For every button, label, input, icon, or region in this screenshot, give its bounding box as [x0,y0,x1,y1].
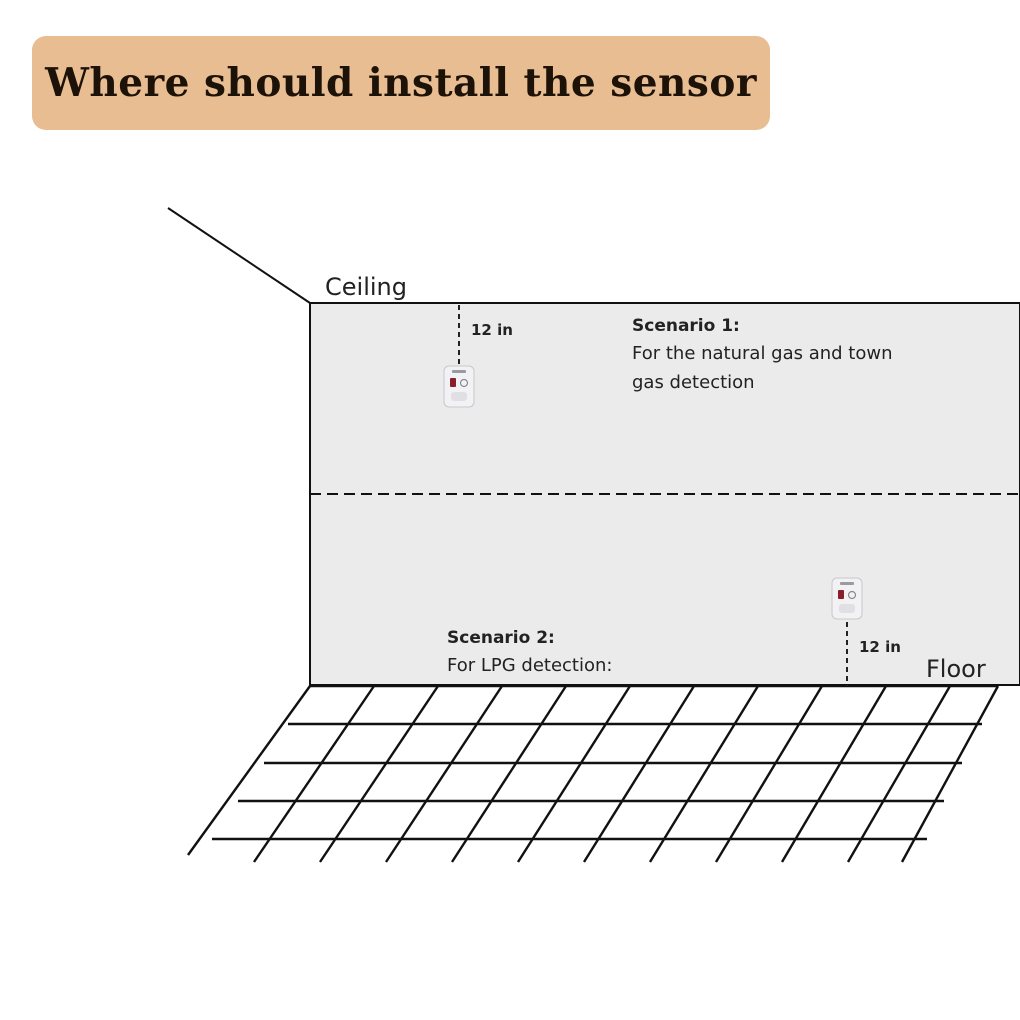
gas-sensor-device-icon [443,365,475,408]
floor-grid [187,684,1000,863]
scenario2-distance-label: 12 in [859,638,901,656]
wall-panel [309,302,1020,686]
floor-label: Floor [926,655,986,683]
scenario1-distance-label: 12 in [471,321,513,339]
gas-sensor-device-icon [831,577,863,620]
scenario1-heading: Scenario 1: [632,316,740,336]
scenario1-line1: For the natural gas and town [632,343,893,364]
scenario2-line1: For LPG detection: [447,655,612,676]
scenario1-line2: gas detection [632,372,755,393]
title-banner: Where should install the sensor [32,36,770,130]
ceiling-edge-line [167,207,311,304]
scenario2-heading: Scenario 2: [447,628,555,648]
ceiling-label: Ceiling [325,273,407,301]
page-title: Where should install the sensor [45,60,757,106]
